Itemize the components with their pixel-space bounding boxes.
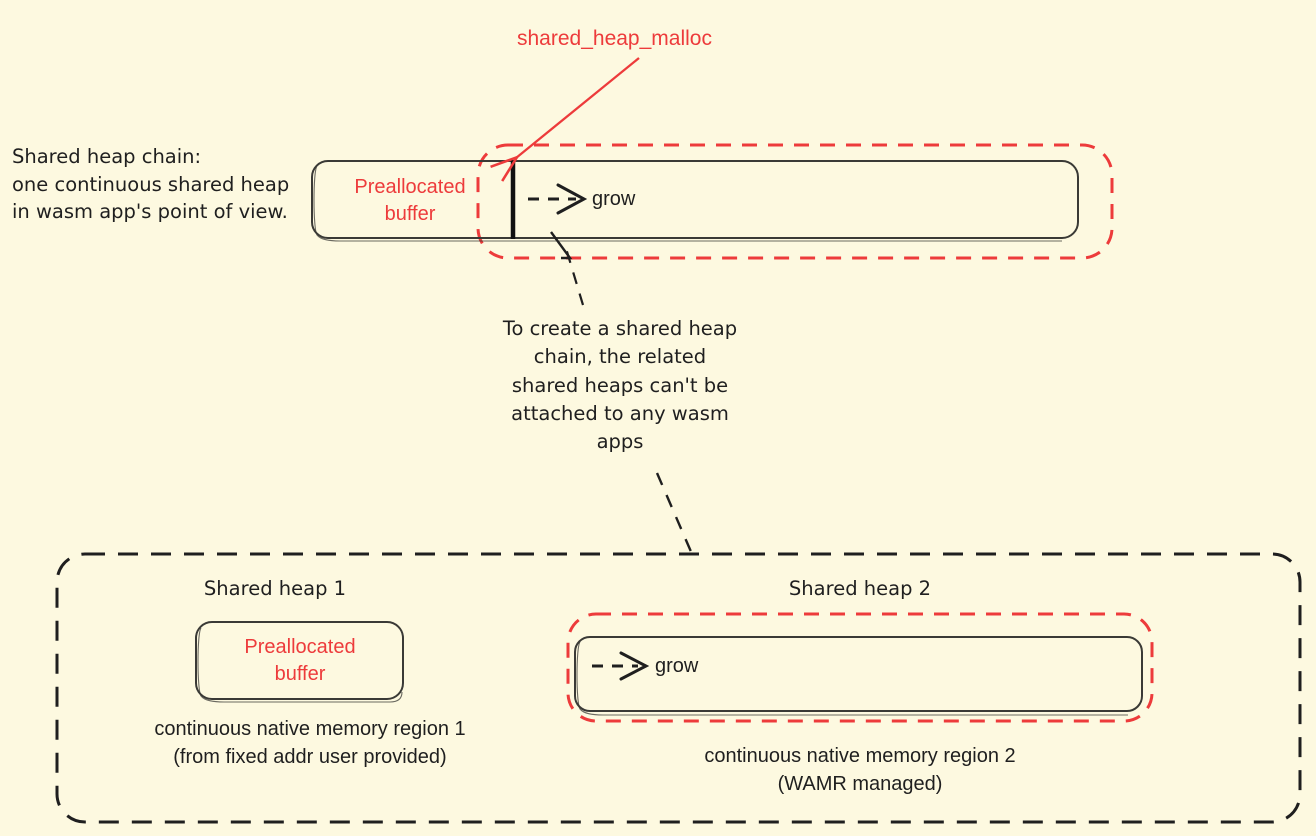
shared-heap-2-title: Shared heap 2: [788, 577, 932, 600]
note-leader-upper: [550, 231, 585, 306]
heap2-region-caption: continuous native memory region 2 (WAMR …: [704, 745, 1016, 796]
shared-heap-chain-caption: Shared heap chain: one continuous shared…: [12, 145, 290, 224]
heap1-preallocated-buffer-label: Preallocated buffer: [244, 636, 356, 685]
top-preallocated-buffer-label: Preallocated buffer: [354, 176, 466, 225]
top-red-dashed-region: [476, 143, 1114, 260]
note-leader-lower: [655, 472, 694, 555]
malloc-pointer-arrow: [516, 57, 640, 158]
heap2-grow-label: grow: [655, 655, 699, 677]
shared-heap-chain-note: To create a shared heap chain, the relat…: [502, 317, 738, 454]
shared-heap-1-title: Shared heap 1: [203, 577, 347, 600]
top-grow-arrow-icon: [528, 183, 588, 215]
top-grow-label: grow: [592, 188, 636, 210]
bottom-grow-arrow-icon: [592, 651, 650, 681]
shared-heap-malloc-label: shared_heap_malloc: [517, 27, 712, 50]
heap1-region-caption: continuous native memory region 1 (from …: [154, 718, 466, 769]
